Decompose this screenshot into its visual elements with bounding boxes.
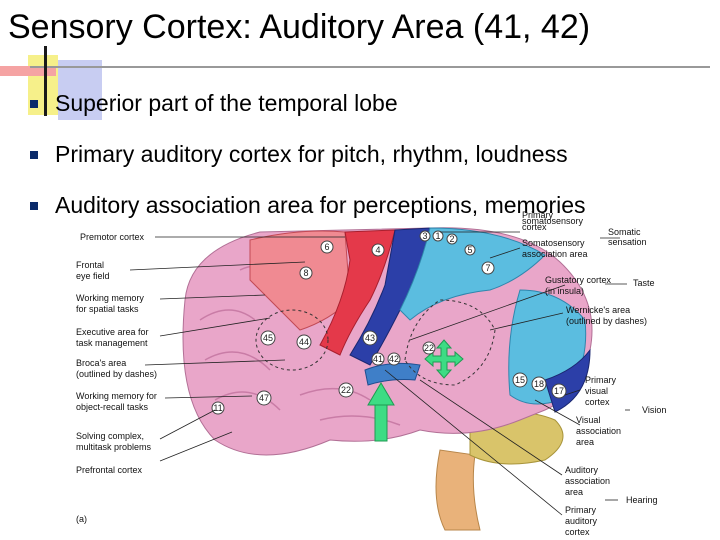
label-hearing: Hearing <box>626 495 658 505</box>
area-15: 15 <box>515 375 525 385</box>
green-cross-arrow-icon <box>424 339 464 379</box>
label-primary-auditory-3: cortex <box>565 527 590 537</box>
label-primary-auditory-2: auditory <box>565 516 598 526</box>
area-43: 43 <box>365 333 375 343</box>
label-visual-assoc-1: Visual <box>576 415 600 425</box>
label-auditory-assoc-2: association <box>565 476 610 486</box>
deco-vertical-line <box>44 46 47 116</box>
label-wernickes-1: Wernicke's area <box>566 305 630 315</box>
label-somatic-2: sensation <box>608 237 647 247</box>
area-1: 1 <box>435 231 440 241</box>
label-panel-a: (a) <box>76 514 87 524</box>
area-44: 44 <box>299 337 309 347</box>
label-primary-somatosensory-2: somatosensory <box>522 216 584 226</box>
area-6: 6 <box>324 242 329 252</box>
area-22-upper: 22 <box>424 343 434 353</box>
title-underline <box>30 66 710 68</box>
label-brocas-area-2: (outlined by dashes) <box>76 369 157 379</box>
label-premotor-cortex: Premotor cortex <box>80 232 145 242</box>
label-primary-somatosensory-1: Primary <box>522 210 553 220</box>
wernickes-area-outline <box>404 299 496 386</box>
bullet-text-1: Superior part of the temporal lobe <box>55 90 398 116</box>
bullet-text-3: Auditory association area for perception… <box>55 192 586 218</box>
label-frontal-eye-field-1: Frontal <box>76 260 104 270</box>
label-auditory-assoc-1: Auditory <box>565 465 599 475</box>
bullet-marker-1 <box>30 100 38 108</box>
label-executive-area-2: task management <box>76 338 148 348</box>
label-gustatory-1: Gustatory cortex <box>545 275 612 285</box>
label-primary-visual-3: cortex <box>585 397 610 407</box>
deco-blue-block <box>58 60 102 120</box>
leader-lines <box>129 231 630 516</box>
label-solving-complex-2: multitask problems <box>76 442 152 452</box>
area-5: 5 <box>467 245 472 255</box>
area-3: 3 <box>422 231 427 241</box>
label-working-memory-spatial-1: Working memory <box>76 293 144 303</box>
label-primary-auditory-1: Primary <box>565 505 596 515</box>
gyri-texture <box>199 265 401 426</box>
label-working-memory-spatial-2: for spatial tasks <box>76 304 139 314</box>
area-2: 2 <box>449 234 454 244</box>
label-primary-visual-1: Primary <box>585 375 616 385</box>
label-primary-visual-2: visual <box>585 386 608 396</box>
label-visual-assoc-3: area <box>576 437 594 447</box>
brocas-area-outline <box>255 309 329 371</box>
area-8: 8 <box>303 268 308 278</box>
label-vision: Vision <box>642 405 666 415</box>
label-taste: Taste <box>633 278 655 288</box>
label-visual-assoc-2: association <box>576 426 621 436</box>
premotor-region <box>249 230 351 331</box>
label-executive-area-1: Executive area for <box>76 327 149 337</box>
slide-title: Sensory Cortex: Auditory Area (41, 42) <box>8 8 591 46</box>
area-22-lower: 22 <box>341 385 351 395</box>
area-7: 7 <box>485 263 490 273</box>
label-somatic-1: Somatic <box>608 227 641 237</box>
motor-cortex <box>319 229 396 356</box>
bullet-marker-2 <box>30 151 38 159</box>
area-4: 4 <box>375 245 380 255</box>
brain-stem <box>435 449 481 531</box>
label-somatosensory-assoc-2: association area <box>522 249 588 259</box>
area-41: 41 <box>373 354 383 364</box>
label-somatosensory-assoc-1: Somatosensory <box>522 238 585 248</box>
bullet-text-2: Primary auditory cortex for pitch, rhyth… <box>55 141 568 167</box>
label-gustatory-2: (in insula) <box>545 286 584 296</box>
somatosensory-association <box>399 227 546 321</box>
right-labels: Primary somatosensory cortex Somatic sen… <box>522 210 666 537</box>
label-prefrontal-cortex: Prefrontal cortex <box>76 465 143 475</box>
area-47: 47 <box>259 393 269 403</box>
label-frontal-eye-field-2: eye field <box>76 271 110 281</box>
area-number-markers: 6 4 3 1 2 5 7 8 45 44 43 41 42 22 22 47 … <box>211 230 567 415</box>
area-11: 11 <box>213 403 222 413</box>
area-42: 42 <box>389 354 399 364</box>
label-wernickes-2: (outlined by dashes) <box>566 316 647 326</box>
primary-auditory-cortex <box>364 362 421 386</box>
label-working-memory-object-2: object-recall tasks <box>76 402 149 412</box>
left-labels: Premotor cortex Frontal eye field Workin… <box>76 232 157 524</box>
area-18: 18 <box>534 379 544 389</box>
label-solving-complex-1: Solving complex, <box>76 431 144 441</box>
green-arrow-up-icon <box>367 382 395 442</box>
label-primary-somatosensory-3: cortex <box>522 222 547 232</box>
bullet-marker-3 <box>30 202 38 210</box>
label-brocas-area-1: Broca's area <box>76 358 126 368</box>
deco-pink-block <box>0 66 56 76</box>
area-17: 17 <box>554 386 564 396</box>
label-working-memory-object-1: Working memory for <box>76 391 157 401</box>
area-45: 45 <box>263 333 273 343</box>
label-auditory-assoc-3: area <box>565 487 583 497</box>
